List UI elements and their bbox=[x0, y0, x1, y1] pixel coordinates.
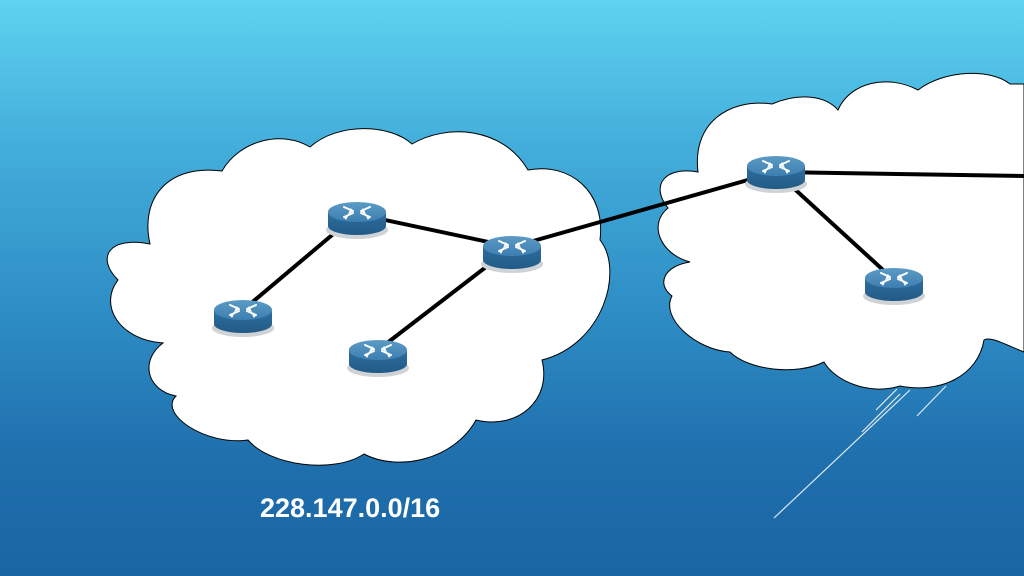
router-icon bbox=[211, 299, 275, 338]
router-icon bbox=[862, 267, 926, 306]
decorative-lines bbox=[773, 385, 947, 519]
link bbox=[510, 170, 778, 249]
router-icon bbox=[744, 155, 808, 194]
router-icon bbox=[325, 201, 389, 240]
link bbox=[774, 170, 1024, 178]
network-prefix-label: 228.147.0.0/16 bbox=[260, 493, 441, 523]
router-icon bbox=[346, 339, 410, 378]
network-cloud-left bbox=[106, 128, 611, 466]
router-icon bbox=[480, 235, 544, 274]
